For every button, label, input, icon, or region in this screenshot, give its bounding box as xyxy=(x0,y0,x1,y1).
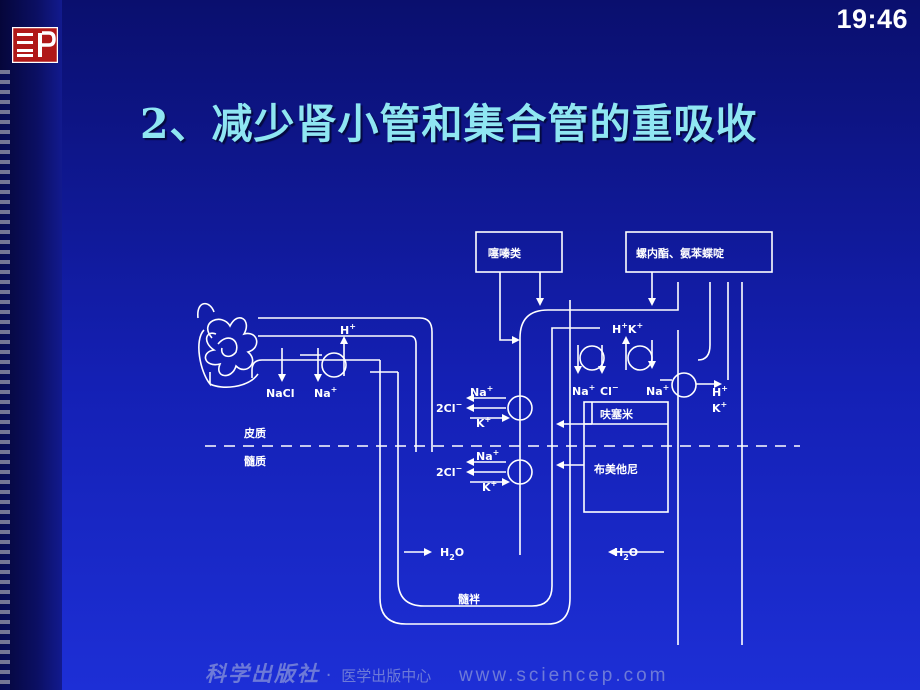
transporter-distal-3 xyxy=(671,372,697,398)
ion-na-tal-1: Na+ xyxy=(470,384,493,399)
footer-credit: 科学出版社 · 医学出版中心 www.sciencep.com xyxy=(205,658,669,688)
transporter-tal-2 xyxy=(507,459,533,485)
ion-h-early: H+ xyxy=(340,322,356,337)
ion-k-tal-2: K+ xyxy=(482,479,497,494)
label-spironolactone: 螺内酯、氨苯蝶啶 xyxy=(636,246,724,260)
ion-k-tal-1: K+ xyxy=(476,415,491,430)
footer-department: 医学出版中心 xyxy=(341,667,432,685)
label-loop: 髓袢 xyxy=(458,592,480,606)
spironolactone-box xyxy=(625,231,773,273)
collecting-duct xyxy=(677,282,743,645)
ion-h2o-loop: H2O xyxy=(440,546,464,562)
slide-title: 2、减少肾小管和集合管的重吸收 xyxy=(140,100,758,148)
film-strip-decoration xyxy=(0,70,10,690)
transporter-distal-1 xyxy=(579,345,605,371)
label-cortex: 皮质 xyxy=(243,426,266,440)
thiazide-box xyxy=(475,231,563,273)
ion-nacl: NaCl xyxy=(266,387,294,400)
descending-limb xyxy=(251,359,399,452)
ion-k-collecting: K+ xyxy=(712,400,727,415)
ion-2cl-tal-1: 2Cl− xyxy=(436,400,462,415)
ion-hk-distal: H+K+ xyxy=(612,321,643,336)
footer-url: www.sciencep.com xyxy=(458,665,669,686)
bowman-capsule xyxy=(197,302,259,388)
label-thiazides: 噻嗪类 xyxy=(488,246,522,260)
publisher-logo-icon xyxy=(12,27,58,63)
furosemide-box xyxy=(583,401,669,513)
henle-loop xyxy=(379,300,571,625)
ion-cl-distal: Cl− xyxy=(600,383,619,398)
transporter-distal-2 xyxy=(627,345,653,371)
ion-na-distal-1: Na+ xyxy=(572,383,595,398)
footer-publisher: 科学出版社 xyxy=(205,661,320,686)
ion-na-early: Na+ xyxy=(314,385,337,400)
footer-separator: · xyxy=(325,665,332,686)
label-medulla: 髓质 xyxy=(244,454,266,468)
ascending-limb xyxy=(519,282,679,555)
ion-2cl-tal-2: 2Cl− xyxy=(436,464,462,479)
ion-h2o-collecting: H2O xyxy=(614,546,638,562)
ion-na-tal-2: Na+ xyxy=(476,448,499,463)
glomerulus-coil xyxy=(204,317,258,377)
clock-display: 19:46 xyxy=(836,4,908,34)
proximal-tubule xyxy=(258,317,433,452)
label-furosemide: 呋塞米 xyxy=(600,407,634,421)
ion-h-collecting: H+ xyxy=(712,384,728,399)
transporter-tal-1 xyxy=(507,395,533,421)
transporter-early-1 xyxy=(321,352,347,378)
ion-na-distal-2: Na+ xyxy=(646,383,669,398)
left-sidebar-strip xyxy=(0,0,62,690)
label-bumetanide: 布美他尼 xyxy=(594,462,638,476)
